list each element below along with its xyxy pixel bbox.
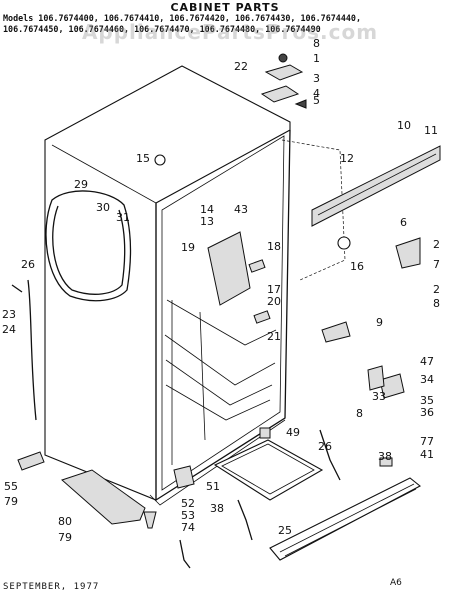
callout-1: 1 [313, 52, 320, 65]
callout-30: 30 [96, 201, 110, 214]
callout-9: 9 [376, 316, 383, 329]
callout-38: 38 [378, 450, 392, 463]
top-hinge [260, 53, 307, 109]
callout-15: 15 [136, 152, 150, 165]
callout-16: 16 [350, 260, 364, 273]
callout-18: 18 [267, 240, 281, 253]
plug-15 [154, 154, 166, 166]
toe-grille [269, 477, 421, 561]
callout-53: 53 [181, 509, 195, 522]
callout-3: 3 [313, 72, 320, 85]
clip-49 [259, 427, 271, 439]
callout-2: 2 [433, 238, 440, 251]
bracket-52 [173, 465, 195, 489]
callout-19: 19 [181, 241, 195, 254]
callout-6: 6 [400, 216, 407, 229]
callout-80: 80 [58, 515, 72, 528]
callout-7: 7 [433, 258, 440, 271]
callout-13: 13 [200, 215, 214, 228]
callout-55: 55 [4, 480, 18, 493]
callout-20: 20 [267, 295, 281, 308]
latch-part-9 [321, 321, 351, 343]
leveling-leg-55 [17, 451, 45, 471]
callout-38b: 38 [210, 502, 224, 515]
callout-51: 51 [206, 480, 220, 493]
callout-8b: 8 [433, 297, 440, 310]
callout-79b: 79 [58, 531, 72, 544]
clip-77 [379, 457, 393, 467]
callout-24: 24 [2, 323, 16, 336]
callout-11: 11 [424, 124, 438, 137]
callout-4: 4 [313, 87, 320, 100]
callout-25: 25 [278, 524, 292, 537]
model-numbers: Models 106.7674400, 106.7674410, 106.767… [3, 13, 449, 35]
base-rail [61, 469, 146, 525]
footer-date: SEPTEMBER, 1977 [3, 582, 100, 592]
callout-34: 34 [420, 373, 434, 386]
callout-5: 5 [313, 94, 320, 107]
callout-31: 31 [116, 211, 130, 224]
callout-12: 12 [340, 152, 354, 165]
callout-10: 10 [397, 119, 411, 132]
callout-17: 17 [267, 283, 281, 296]
callout-14: 14 [200, 203, 214, 216]
evaporator-bracket [207, 231, 271, 324]
callout-8c: 8 [356, 407, 363, 420]
callout-33: 33 [372, 390, 386, 403]
gasket-outline [45, 190, 132, 302]
watermark: AppliancePartsPros.com [81, 20, 379, 44]
callout-77: 77 [420, 435, 434, 448]
callout-52: 52 [181, 497, 195, 510]
callout-49: 49 [286, 426, 300, 439]
diagram-title: CABINET PARTS [170, 1, 280, 14]
callout-43: 43 [234, 203, 248, 216]
drain-tube [27, 279, 37, 421]
leveling-leg-53 [143, 511, 157, 529]
drawing-code: A6 [390, 578, 402, 588]
callout-26b: 26 [318, 440, 332, 453]
callout-26: 26 [21, 258, 35, 271]
callout-41: 41 [420, 448, 434, 461]
callout-21: 21 [267, 330, 281, 343]
callout-79: 79 [4, 495, 18, 508]
callout-2b: 2 [433, 283, 440, 296]
callout-labels: 1 8 3 4 5 22 10 11 12 15 29 30 31 14 13 … [2, 37, 440, 544]
model-numbers-line-2: 106.7674450, 106.7674460, 106.7674470, 1… [3, 24, 321, 34]
callout-29: 29 [74, 178, 88, 191]
model-numbers-line-1: Models 106.7674400, 106.7674410, 106.767… [3, 13, 361, 23]
cabinet-body [44, 65, 346, 506]
callout-23: 23 [2, 308, 16, 321]
callout-35: 35 [420, 394, 434, 407]
callout-22: 22 [234, 60, 248, 73]
callout-8: 8 [313, 37, 320, 50]
callout-74: 74 [181, 521, 195, 534]
plug-16 [337, 236, 351, 250]
lower-hinge-34 [379, 373, 405, 399]
drain-pan [213, 439, 324, 501]
trim-strip [311, 145, 441, 227]
callout-47: 47 [420, 355, 434, 368]
callout-36: 36 [420, 406, 434, 419]
bottom-hinge-bracket [395, 237, 421, 269]
